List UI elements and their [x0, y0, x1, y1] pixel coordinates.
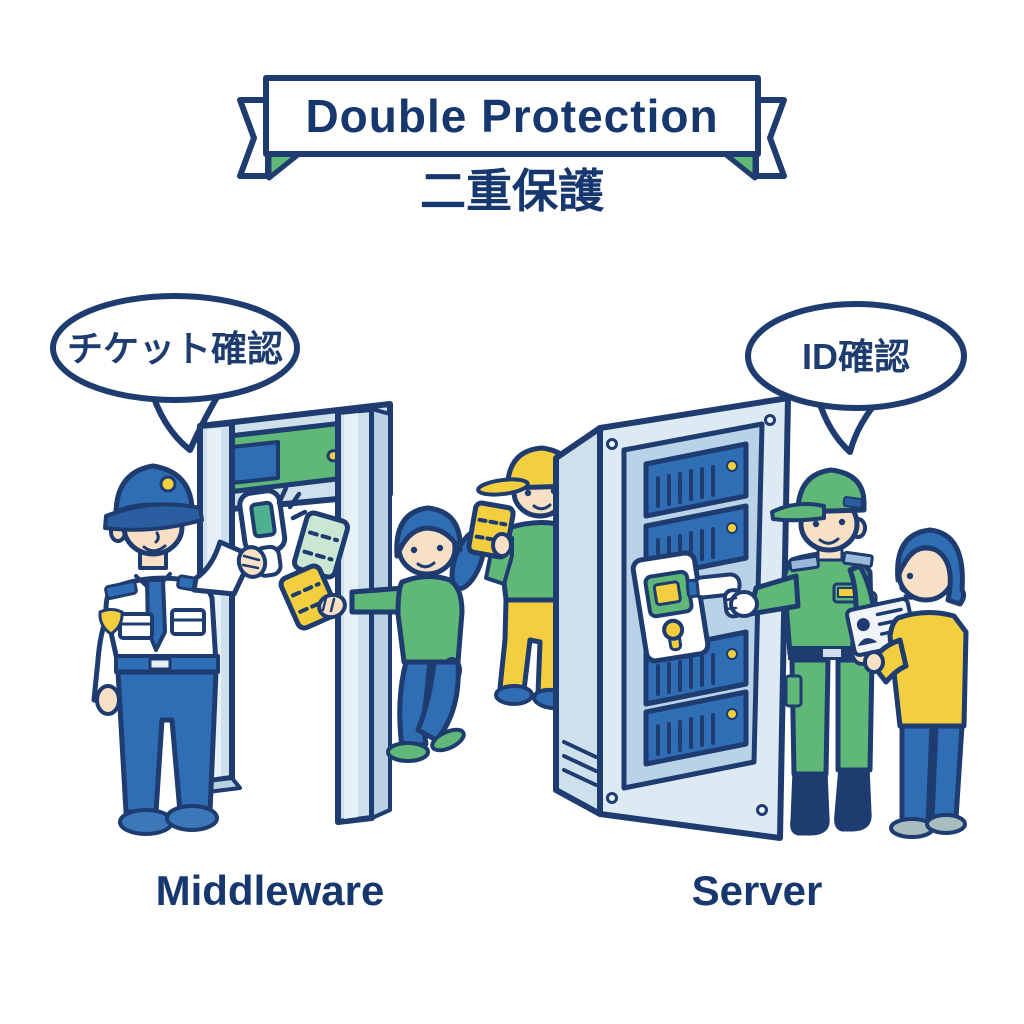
gloved-hand [729, 590, 759, 618]
cargo-pocket [784, 674, 803, 708]
hand [491, 532, 513, 558]
eye [410, 546, 418, 554]
belt-buckle [148, 657, 172, 671]
visitor-woman [317, 505, 487, 763]
belt-buckle [821, 647, 843, 659]
reader-screen-icon [652, 580, 682, 607]
ribbon-banner: Double Protection [237, 75, 787, 181]
scan-sparkles [276, 485, 308, 521]
card-photo-head [856, 618, 870, 632]
screw [606, 438, 618, 450]
shoe [386, 741, 430, 763]
speech-bubble-id-check: ID確認 [745, 301, 967, 455]
eye [812, 520, 820, 528]
gate-right-post-highlight [344, 413, 358, 819]
subtitle-text: 二重保護 [420, 165, 605, 217]
shoe [494, 684, 534, 706]
chest-pocket [170, 608, 206, 636]
security-gate [197, 401, 393, 825]
nose [154, 531, 160, 544]
epaulette [104, 580, 138, 600]
screw [606, 792, 618, 804]
trouser-leg [899, 723, 935, 825]
eye [436, 544, 444, 552]
cap-badge [159, 475, 177, 493]
cap-brim [103, 502, 204, 532]
smile [416, 561, 436, 569]
nose [899, 582, 905, 593]
scanner-screen [249, 500, 277, 539]
epaulette [788, 554, 820, 573]
cap-brim [770, 502, 826, 523]
caption-server: Server [692, 867, 823, 914]
hand [95, 684, 121, 716]
hand [863, 650, 885, 674]
bubble-body [50, 293, 300, 403]
eye [838, 518, 846, 526]
bubble-label: ID確認 [802, 336, 910, 377]
shoe [118, 808, 174, 836]
boot [790, 768, 830, 836]
ribbon-band [263, 75, 761, 157]
bubble-label: チケット確認 [67, 328, 283, 369]
security-guard [91, 463, 308, 836]
sweater [395, 574, 465, 665]
boot [834, 764, 872, 832]
title-text: Double Protection [305, 90, 718, 142]
fingers [724, 596, 738, 611]
smile [532, 503, 552, 511]
screw [764, 414, 776, 426]
caption-middleware: Middleware [156, 867, 385, 914]
sleeve-badge [98, 608, 124, 636]
hand [236, 545, 268, 579]
fingers [241, 554, 261, 570]
chest-pocket [118, 612, 154, 640]
eye [524, 489, 532, 497]
smile [818, 537, 840, 545]
ticket-scanner [237, 488, 288, 578]
trouser-leg [929, 723, 965, 821]
server-rack [553, 395, 791, 841]
shoe [925, 813, 967, 835]
speech-bubble-ticket-check: チケット確認 [50, 293, 300, 453]
scanner-tip [685, 578, 700, 599]
key-head [662, 618, 685, 641]
shoe [165, 804, 219, 832]
hair [394, 505, 463, 559]
hair [895, 527, 967, 607]
bubble-body [745, 301, 967, 411]
smile [142, 544, 167, 553]
cap-band-detail [842, 496, 864, 509]
card-reader [630, 550, 711, 664]
shoe [430, 727, 466, 753]
card-photo-shoulders [857, 638, 878, 647]
trouser-leg [835, 657, 875, 773]
vent-lines [562, 740, 598, 787]
fingers [321, 596, 336, 613]
cap-brim [476, 477, 530, 497]
screw [756, 804, 768, 816]
mouth [903, 594, 918, 600]
eye [906, 572, 914, 580]
visitor-man [863, 527, 969, 839]
